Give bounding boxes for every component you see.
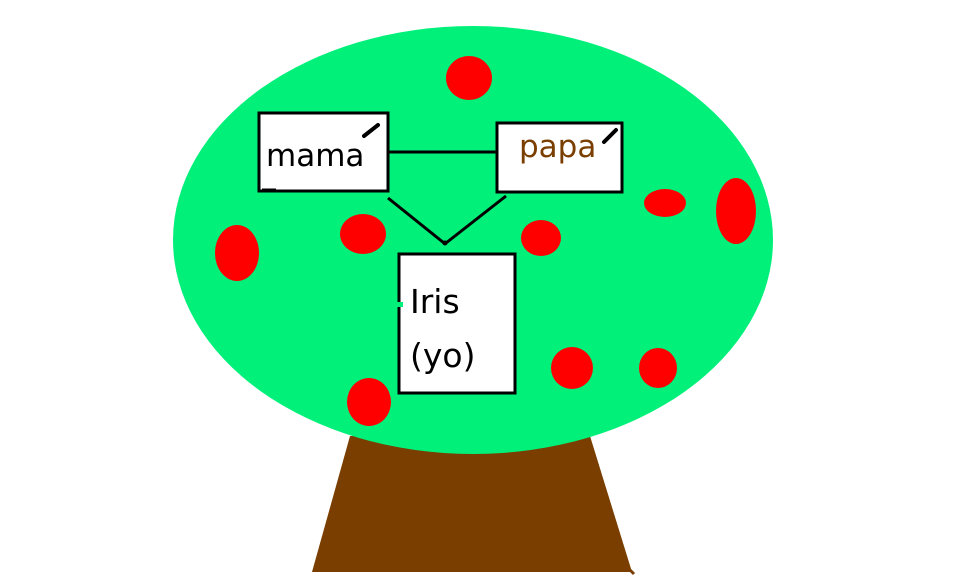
mama-node: mama	[257, 111, 390, 193]
apple	[551, 347, 593, 389]
apple	[521, 220, 561, 256]
child-box	[397, 252, 517, 395]
pencil-mark-icon	[602, 128, 618, 144]
tree-trunk	[312, 436, 632, 572]
apple	[644, 189, 686, 217]
child-box-marker	[397, 302, 403, 307]
apple	[347, 378, 391, 426]
apple	[639, 348, 677, 388]
apple	[716, 178, 756, 244]
pencil-mark-icon	[362, 123, 380, 138]
apple	[215, 225, 259, 281]
apples	[215, 56, 756, 426]
child-name: Iris	[410, 282, 460, 321]
child-node: Iris (yo)	[397, 252, 517, 395]
junction-dot	[442, 240, 448, 246]
connectors	[387, 150, 507, 246]
papa-to-child-line	[445, 194, 507, 245]
papa-box	[495, 121, 624, 194]
mama-label: mama	[266, 138, 364, 174]
trunk-root-mark	[624, 564, 636, 576]
child-note: (yo)	[410, 336, 475, 375]
papa-label: papa	[519, 129, 596, 165]
apple	[340, 214, 386, 254]
apple	[446, 56, 492, 100]
mama-to-child-line	[387, 196, 445, 245]
mama-box	[257, 111, 390, 193]
papa-node: papa	[495, 121, 624, 194]
